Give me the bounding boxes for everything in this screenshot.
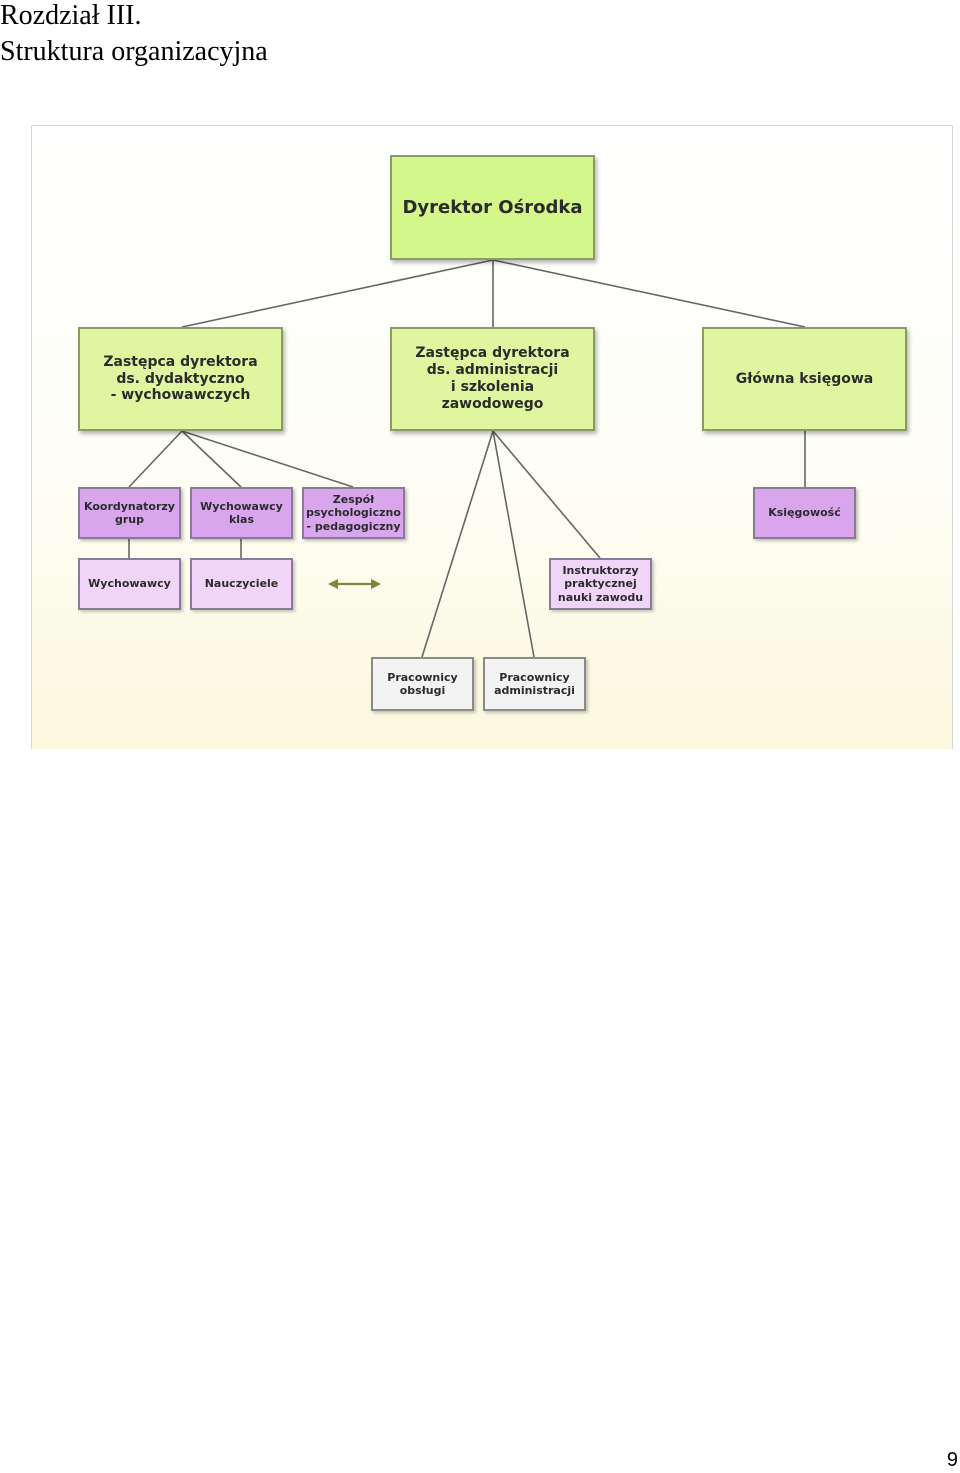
page-number: 9 <box>946 1449 958 1471</box>
connector-didactic-class-tutors <box>181 430 242 488</box>
org-chart: Dyrektor Ośrodka Zastępca dyrektora ds. … <box>31 125 953 749</box>
teachers-box: Nauczyciele <box>190 558 293 610</box>
double-arrow-icon <box>328 579 381 589</box>
service-staff-box: Pracownicy obsługi <box>371 657 474 711</box>
chapter-heading: Rozdział III. <box>0 0 142 31</box>
group-coordinators-box: Koordynatorzy grup <box>78 487 181 539</box>
connector-admin-admin-staff <box>492 430 535 658</box>
psych-team-box: Zespół psychologiczno - pedagogiczny <box>302 487 405 539</box>
org-chart-connectors <box>128 259 806 658</box>
connector-director-didactic <box>181 259 494 328</box>
connector-director-accountant <box>492 259 806 328</box>
director-box: Dyrektor Ośrodka <box>390 155 595 260</box>
accounting-box: Księgowość <box>753 487 856 539</box>
chief-accountant-box: Główna księgowa <box>702 327 907 431</box>
deputy-admin-box: Zastępca dyrektora ds. administracji i s… <box>390 327 595 431</box>
connector-didactic-psych-team <box>181 430 354 488</box>
connector-didactic-coordinators <box>128 430 183 488</box>
connector-admin-instructors <box>492 430 601 559</box>
section-title: Struktura organizacyjna <box>0 36 268 67</box>
instructors-box: Instruktorzy praktycznej nauki zawodu <box>549 558 652 610</box>
deputy-didactic-box: Zastępca dyrektora ds. dydaktyczno - wyc… <box>78 327 283 431</box>
tutors-box: Wychowawcy <box>78 558 181 610</box>
connector-admin-service-staff <box>421 430 494 658</box>
admin-staff-box: Pracownicy administracji <box>483 657 586 711</box>
class-tutors-box: Wychowawcy klas <box>190 487 293 539</box>
